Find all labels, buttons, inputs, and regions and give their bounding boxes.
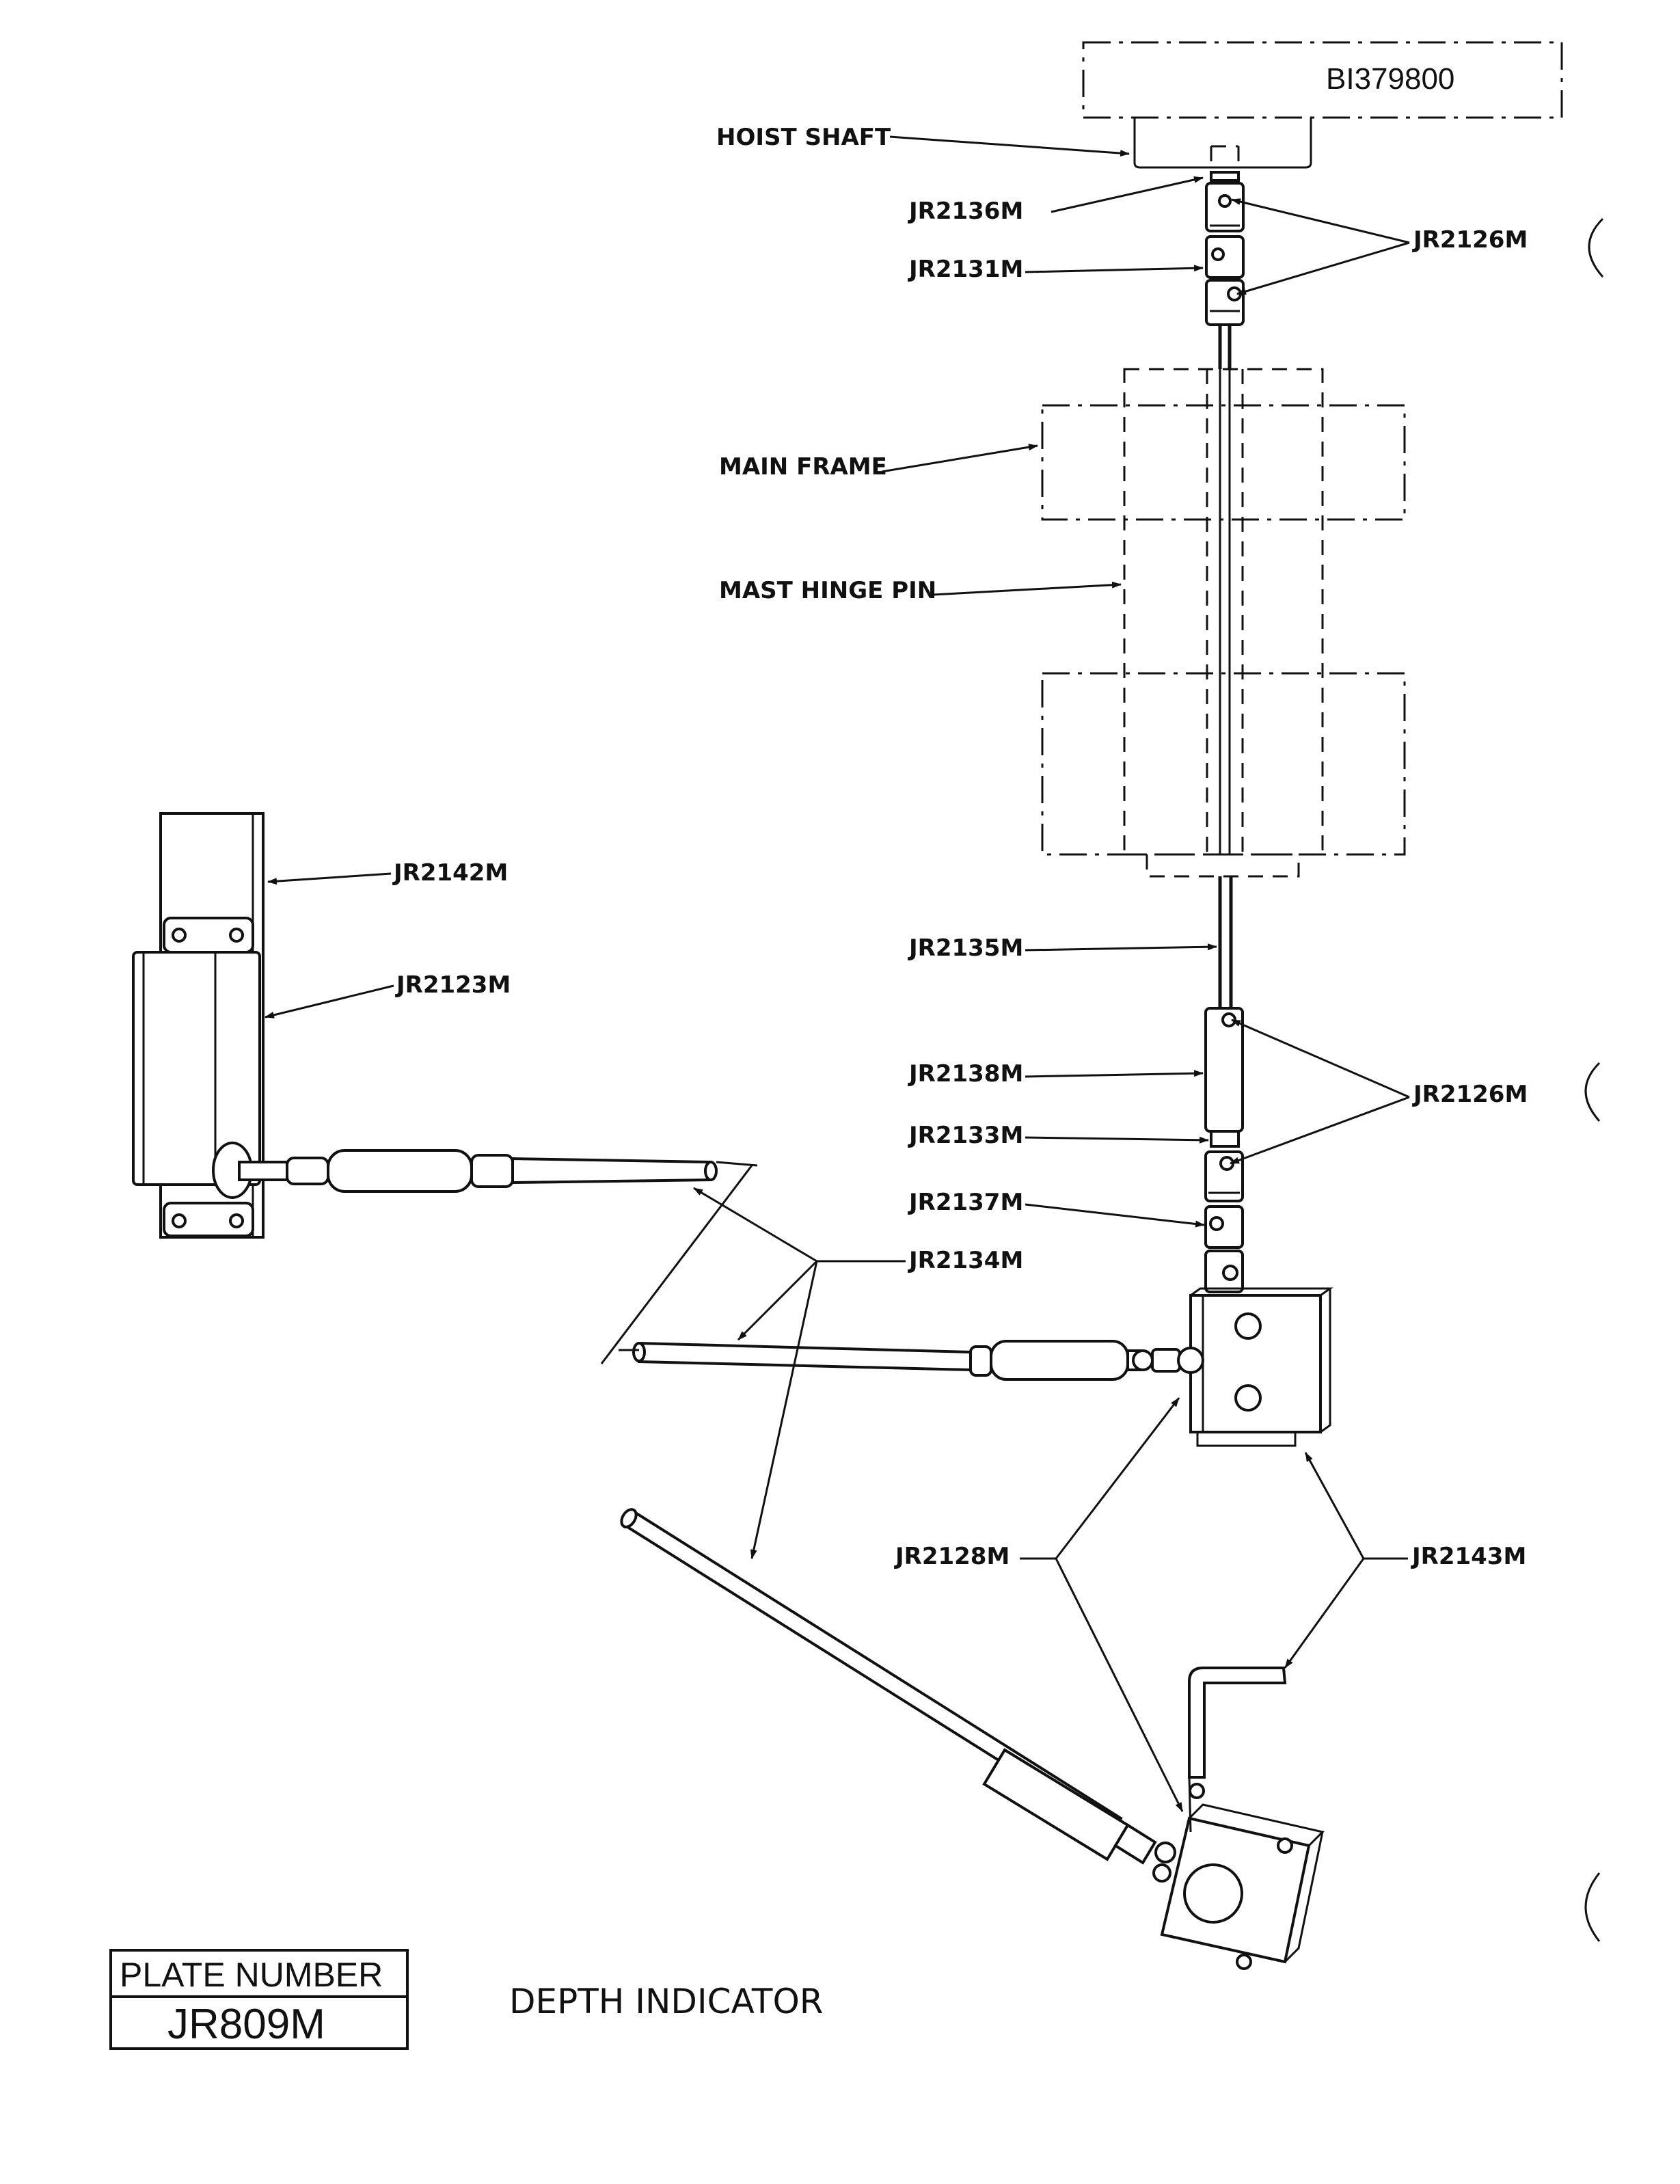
- drawing-title: DEPTH INDICATOR: [509, 1982, 824, 2021]
- label-jr2137m: JR2137M: [908, 1189, 1023, 1216]
- label-jr2126m-top: JR2126M: [1412, 226, 1528, 254]
- lower-gear-box: [1152, 1803, 1325, 1970]
- angled-cable: [620, 1508, 1176, 1865]
- label-hoist-shaft: HOIST SHAFT: [716, 124, 891, 151]
- label-jr2135m: JR2135M: [908, 934, 1023, 962]
- label-mast-hinge-pin: MAST HINGE PIN: [719, 577, 936, 604]
- label-jr2142m: JR2142M: [392, 859, 508, 887]
- label-jr2123m: JR2123M: [395, 971, 511, 999]
- plate-number-box: PLATE NUMBER JR809M: [109, 1949, 409, 2050]
- lower-shaft: [1204, 876, 1244, 1293]
- bracket: [1188, 1667, 1287, 1833]
- label-jr2134m: JR2134M: [908, 1247, 1023, 1274]
- left-cable: [238, 1149, 758, 1193]
- label-jr2143m: JR2143M: [1411, 1543, 1526, 1570]
- indicator-box-left: [132, 812, 265, 1239]
- label-jr2126m-mid: JR2126M: [1412, 1081, 1528, 1108]
- center-cable: [600, 1165, 1204, 1381]
- center-gear-box: [1189, 1287, 1333, 1447]
- mast-hinge-pin-outline: [1123, 368, 1324, 878]
- label-jr2128m: JR2128M: [894, 1543, 1010, 1570]
- label-jr2138m: JR2138M: [908, 1060, 1023, 1088]
- label-jr2133m: JR2133M: [908, 1122, 1023, 1149]
- hoist-housing: [1082, 41, 1563, 172]
- main-frame-outline: [1041, 404, 1406, 856]
- label-main-frame: MAIN FRAME: [719, 453, 887, 481]
- leader-lines: [265, 135, 1410, 1812]
- label-jr2136m: JR2136M: [908, 198, 1023, 225]
- plate-header: PLATE NUMBER: [120, 1956, 383, 1994]
- binder-hole-marks: [1584, 217, 1604, 1942]
- document-id: BI379800: [1326, 62, 1454, 96]
- label-jr2131m: JR2131M: [908, 256, 1023, 283]
- top-coupling-assembly: [1205, 171, 1245, 369]
- plate-number: JR809M: [167, 2001, 325, 2048]
